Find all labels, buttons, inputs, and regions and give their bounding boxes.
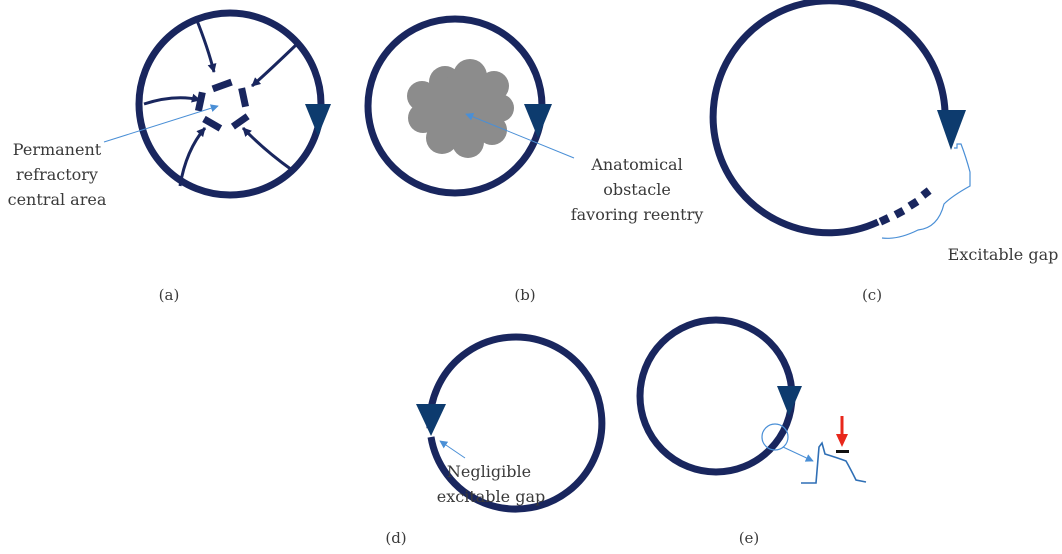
panel-letter: (b) xyxy=(514,286,535,304)
ring-arrowhead-icon xyxy=(305,104,331,136)
magnifier-pointer xyxy=(782,446,814,462)
panel-a: Permanent refractory central area (a) xyxy=(8,9,331,304)
annotation-line-2: refractory xyxy=(16,165,98,184)
annotation-line-3: central area xyxy=(8,190,107,209)
circular-pathway-icon xyxy=(426,333,606,513)
circular-pathway-icon xyxy=(135,9,325,199)
circular-pathway-icon xyxy=(709,0,949,237)
magnifier-circle-icon xyxy=(761,423,789,451)
annotation-pointer xyxy=(439,440,466,459)
panel-letter: (d) xyxy=(385,529,406,547)
panel-letter: (a) xyxy=(159,286,180,304)
obstacle-blob-icon xyxy=(407,59,514,158)
ring-arrowhead-icon xyxy=(937,110,966,150)
panel-letter: (e) xyxy=(739,529,760,547)
action-potential-trace-icon xyxy=(881,143,971,239)
ring-arrowhead-icon xyxy=(416,404,446,436)
panel-letter: (c) xyxy=(862,286,882,304)
refractory-bars-icon xyxy=(194,78,250,132)
panel-b: Anatomical obstacle favoring reentry (b) xyxy=(364,15,704,304)
ring-arrowhead-icon xyxy=(524,104,552,138)
annotation-line-2: excitable gap xyxy=(437,487,545,506)
red-down-arrow-icon xyxy=(836,416,848,447)
panel-e: (e) xyxy=(636,316,867,547)
panel-d: Negligible excitable gap (d) xyxy=(385,333,606,547)
panel-c: Excitable gap (c) xyxy=(709,0,1059,304)
action-potential-trace-icon xyxy=(801,441,867,484)
annotation-line-1: Negligible xyxy=(447,462,531,481)
ring-arrowhead-icon xyxy=(777,386,802,416)
annotation-line-1: Anatomical xyxy=(590,155,682,174)
dashed-gap-segment xyxy=(878,187,932,226)
centripetal-arrows-icon xyxy=(143,17,299,187)
annotation-line-2: obstacle xyxy=(603,180,671,199)
annotation-line-1: Permanent xyxy=(13,140,102,159)
annotation-line-1: Excitable gap xyxy=(948,245,1059,264)
annotation-line-3: favoring reentry xyxy=(571,205,704,224)
annotation-pointer xyxy=(103,104,219,143)
refractory-marker xyxy=(836,450,849,453)
annotation-pointer xyxy=(465,113,575,159)
